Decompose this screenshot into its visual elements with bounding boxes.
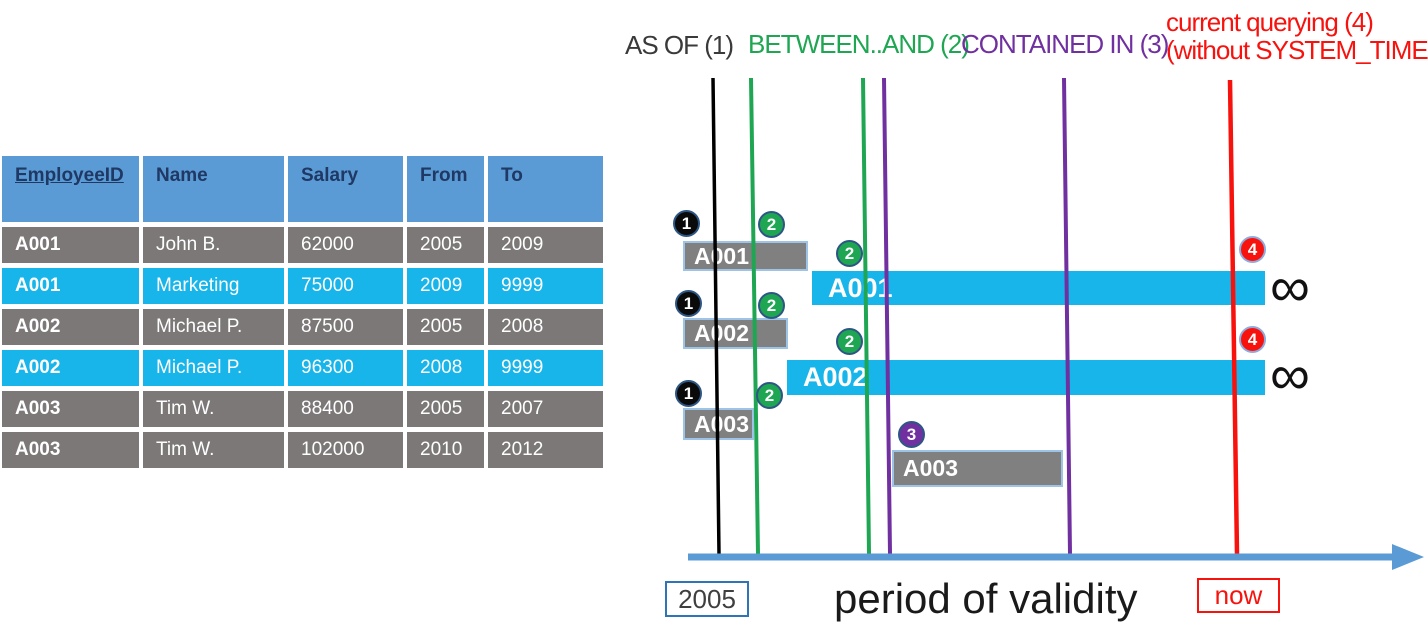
marker-between-and: 2 [836,328,863,355]
bar-label: A001 [828,272,893,303]
validity-bar-a002-history: A002 [683,318,788,349]
cell-employeeid: A002 [2,309,139,345]
cell-to: 9999 [488,350,603,386]
cell-salary: 62000 [288,227,403,263]
validity-bar-a001-history: A001 [683,241,808,271]
cell-salary: 102000 [288,432,403,468]
cell-from: 2005 [407,309,484,345]
between-and-end-line [861,77,871,555]
cell-to: 2012 [488,432,603,468]
cell-to: 2007 [488,391,603,427]
bar-label: A002 [694,320,749,346]
legend-current-querying-line1: current querying (4) [1166,7,1374,37]
axis-now-label: now [1197,578,1280,613]
cell-employeeid: A003 [2,432,139,468]
cell-name: John B. [143,227,284,263]
legend-as-of: AS OF (1) [625,30,734,60]
marker-contained-in: 3 [898,421,925,448]
cell-from: 2010 [407,432,484,468]
cell-to: 2009 [488,227,603,263]
now-line [1227,79,1240,555]
column-header-name: Name [143,156,284,222]
column-header-employeeid: EmployeeID [2,156,139,222]
cell-from: 2005 [407,391,484,427]
contained-in-start-line [882,77,892,555]
bar-label: A001 [694,242,749,269]
cell-employeeid: A001 [2,268,139,304]
legend-between-and: BETWEEN..AND (2) [748,29,970,59]
validity-bar-a001-current: A001 [812,271,1265,305]
validity-bar-a003-history-1: A003 [683,408,754,440]
employee-history-table: EmployeeID Name Salary From To A001 John… [2,156,603,468]
contained-in-end-line [1062,77,1072,555]
marker-between-and: 2 [758,292,785,319]
marker-between-and: 2 [756,382,783,409]
bar-label: A003 [694,410,749,437]
cell-name: Tim W. [143,432,284,468]
column-header-to: To [488,156,603,222]
cell-salary: 75000 [288,268,403,304]
marker-between-and: 2 [836,240,863,267]
cell-employeeid: A001 [2,227,139,263]
cell-to: 2008 [488,309,603,345]
axis-origin-label: 2005 [665,581,749,617]
column-header-salary: Salary [288,156,403,222]
marker-current-querying: 4 [1239,236,1266,263]
column-header-from: From [407,156,484,222]
marker-current-querying: 4 [1239,326,1266,353]
cell-name: Marketing [143,268,284,304]
marker-as-of: 1 [673,210,700,237]
cell-salary: 87500 [288,309,403,345]
infinity-symbol: ∞ [1270,255,1310,318]
cell-employeeid: A003 [2,391,139,427]
marker-between-and: 2 [758,211,785,238]
as-of-line [711,77,721,555]
cell-name: Michael P. [143,350,284,386]
cell-name: Tim W. [143,391,284,427]
cell-from: 2008 [407,350,484,386]
cell-employeeid: A002 [2,350,139,386]
infinity-symbol: ∞ [1270,343,1310,406]
cell-to: 9999 [488,268,603,304]
validity-bar-a003-history-2: A003 [892,450,1063,487]
bar-label: A003 [903,455,958,481]
cell-salary: 88400 [288,391,403,427]
validity-bar-a002-current: A002 [787,360,1265,395]
bar-label: A002 [803,362,868,392]
cell-salary: 96300 [288,350,403,386]
axis-title: period of validity [834,575,1138,622]
legend-current-querying-line2: (without SYSTEM_TIME) [1166,35,1428,65]
marker-as-of: 1 [675,380,702,407]
legend-contained-in: CONTAINED IN (3) [961,29,1169,59]
marker-as-of: 1 [675,290,702,317]
cell-from: 2005 [407,227,484,263]
between-and-start-line [749,77,760,555]
legend-current-querying: current querying (4) (without SYSTEM_TIM… [1166,8,1428,64]
time-axis-arrowhead-icon [1392,544,1424,570]
cell-from: 2009 [407,268,484,304]
cell-name: Michael P. [143,309,284,345]
